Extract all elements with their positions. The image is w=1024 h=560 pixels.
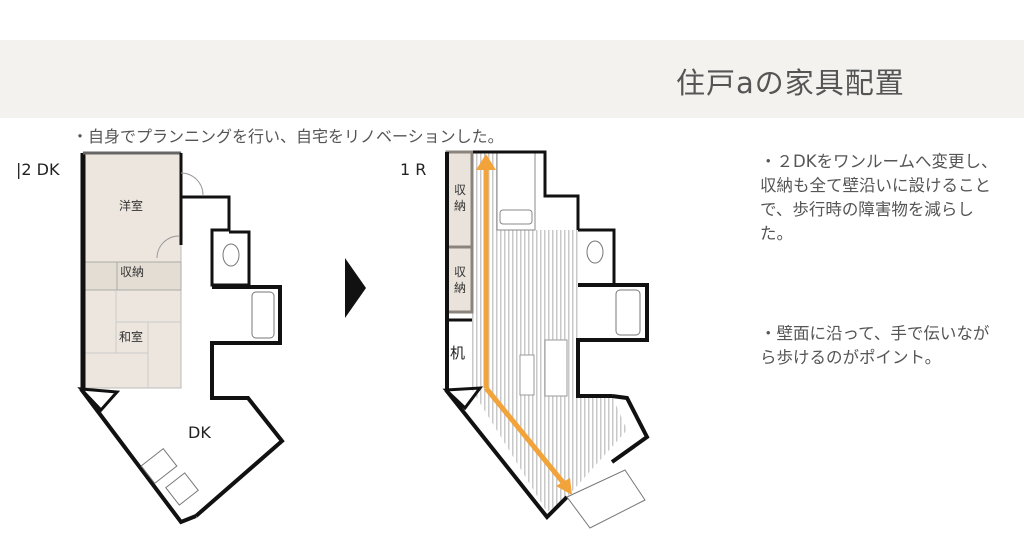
before-floor-plan: 洋室 収納 和室 DK — [77, 151, 285, 525]
room-japanese: 和室 — [119, 329, 143, 344]
note-2: ・壁面に沿って、手で伝いながら歩けるのがポイント。 — [760, 324, 990, 367]
room-desk: 机 — [450, 344, 465, 362]
svg-text:納: 納 — [454, 199, 466, 213]
note-1: ・２DKをワンルームへ変更し、収納も全て壁沿いに設けることで、歩行時の障害物を減… — [760, 152, 998, 243]
room-storage: 収納 — [120, 265, 144, 279]
after-plan-label: 1 R — [400, 160, 427, 179]
room-western: 洋室 — [119, 198, 143, 213]
header-band — [0, 40, 1024, 118]
route-arrow-diagonal — [484, 386, 568, 488]
arrow-right-icon — [345, 258, 366, 318]
page-title: 住戸aの家具配置 — [676, 66, 905, 100]
svg-text:納: 納 — [454, 281, 466, 295]
svg-text:収: 収 — [454, 265, 466, 279]
room-dk: DK — [188, 423, 211, 442]
before-plan-label: |2 DK — [16, 160, 60, 179]
lead-text: ・自身でプランニングを行い、自宅をリノベーションした。 — [72, 127, 504, 146]
after-floor-plan: 収 納 収 納 机 — [442, 150, 650, 529]
svg-text:収: 収 — [454, 183, 466, 197]
